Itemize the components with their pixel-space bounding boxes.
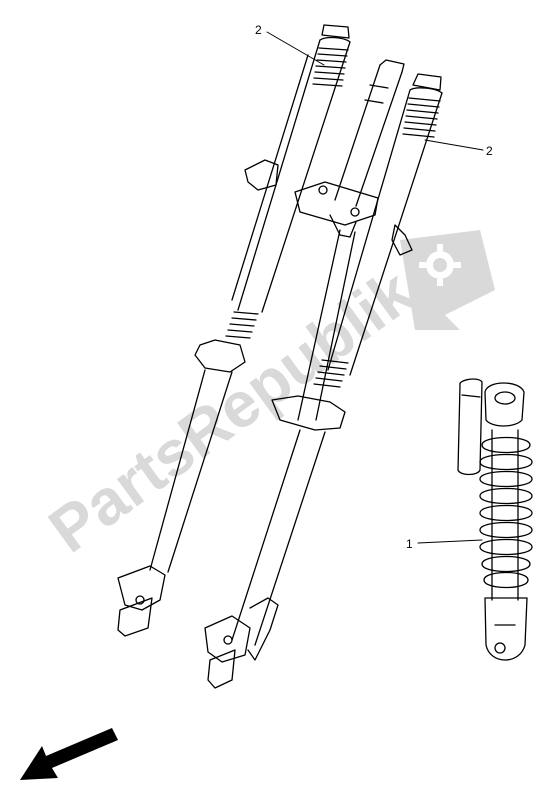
fork-right — [204, 73, 443, 689]
fork-left — [117, 24, 351, 637]
shock-absorber — [457, 378, 533, 661]
callout-leaders — [266, 31, 484, 544]
gear-flag-icon — [400, 230, 495, 330]
arrow-down-left-icon — [20, 728, 118, 780]
callout-label-2-right: 2 — [486, 144, 493, 158]
callout-label-2-left: 2 — [255, 23, 262, 37]
callout-label-1: 1 — [406, 537, 413, 551]
steering-stem — [294, 59, 405, 421]
callout-leader-1 — [417, 539, 483, 544]
callout-leader-2-right — [424, 139, 484, 151]
callout-leader-2-left — [266, 31, 325, 66]
